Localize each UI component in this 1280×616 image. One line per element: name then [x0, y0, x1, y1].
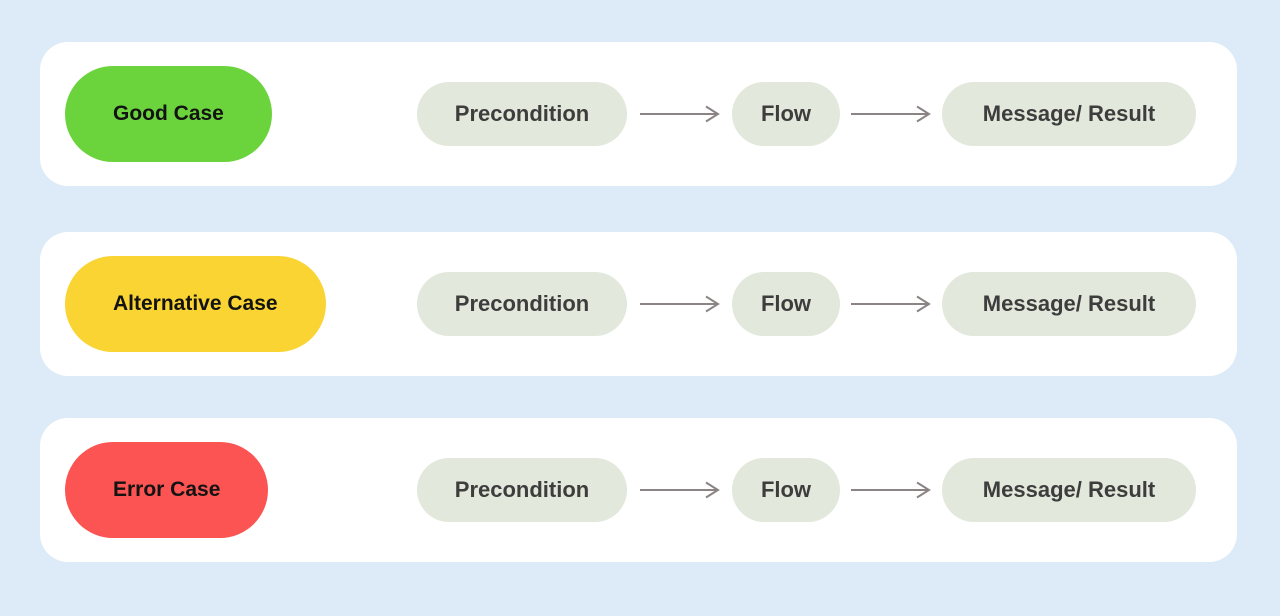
step-pill-message-result: Message/ Result — [942, 82, 1196, 146]
flow-sequence: Precondition Flow Message/ Result — [417, 42, 1196, 186]
step-pill-message-result: Message/ Result — [942, 458, 1196, 522]
case-row-alternative: Alternative Case Precondition Flow — [40, 232, 1237, 376]
step-label: Flow — [760, 101, 812, 126]
step-pill-precondition: Precondition — [417, 458, 627, 522]
case-row-error: Error Case Precondition Flow — [40, 418, 1237, 562]
case-pill-error: Error Case — [65, 442, 269, 538]
step-pill-flow: Flow — [732, 458, 840, 522]
case-pill-alternative: Alternative Case — [65, 256, 326, 352]
step-label: Precondition — [454, 101, 590, 126]
arrow-right-icon — [840, 104, 942, 124]
step-label: Message/ Result — [982, 101, 1156, 126]
arrow-right-icon — [627, 480, 732, 500]
arrow-right-icon — [627, 294, 732, 314]
case-label: Good Case — [113, 102, 224, 125]
step-pill-message-result: Message/ Result — [942, 272, 1196, 336]
arrow-right-icon — [840, 480, 942, 500]
case-pill-good: Good Case — [65, 66, 272, 162]
step-label: Message/ Result — [982, 477, 1156, 502]
step-pill-flow: Flow — [732, 82, 840, 146]
step-pill-flow: Flow — [732, 272, 840, 336]
arrow-right-icon — [627, 104, 732, 124]
arrow-right-icon — [840, 294, 942, 314]
step-label: Message/ Result — [982, 291, 1156, 316]
flow-sequence: Precondition Flow Message/ Result — [417, 418, 1196, 562]
case-row-good: Good Case Precondition Flow — [40, 42, 1237, 186]
case-label: Alternative Case — [113, 292, 278, 315]
step-label: Precondition — [454, 477, 590, 502]
step-pill-precondition: Precondition — [417, 82, 627, 146]
step-label: Flow — [760, 477, 812, 502]
flow-sequence: Precondition Flow Message/ Result — [417, 232, 1196, 376]
step-pill-precondition: Precondition — [417, 272, 627, 336]
case-label: Error Case — [113, 478, 221, 501]
step-label: Flow — [760, 291, 812, 316]
step-label: Precondition — [454, 291, 590, 316]
